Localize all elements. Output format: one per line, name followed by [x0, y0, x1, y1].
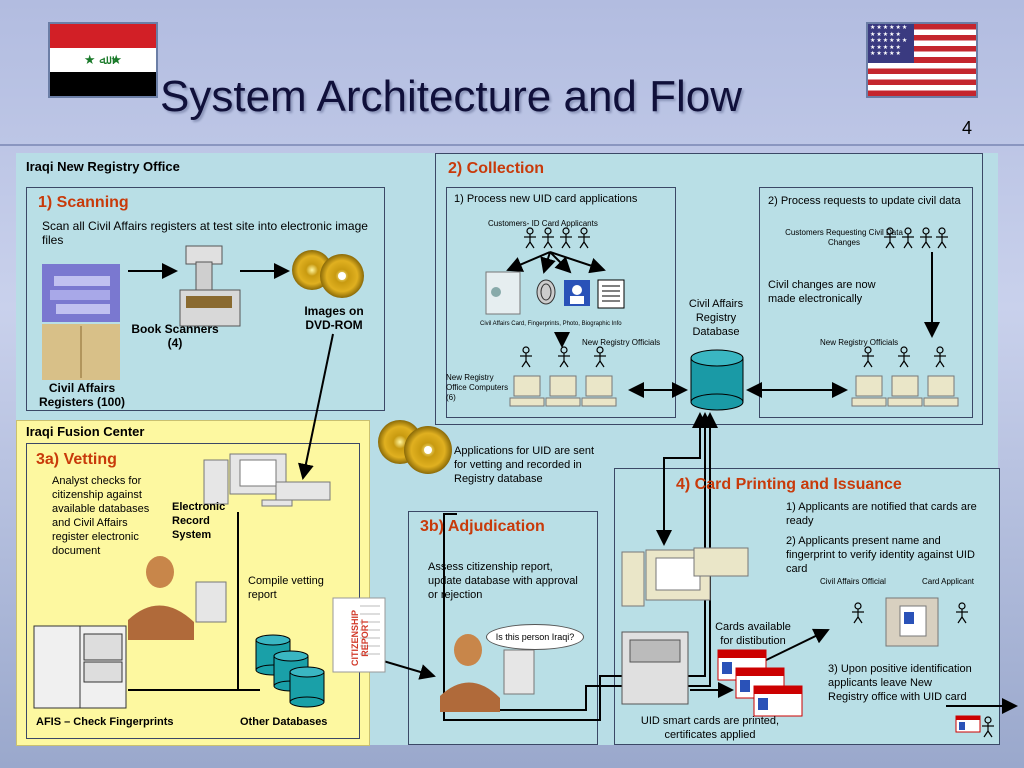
iraq-flag-icon: ★ ﷲ ★ [48, 22, 158, 98]
afis-machine-icon [33, 625, 127, 709]
book-scanners-label: Book Scanners (4) [131, 322, 219, 350]
other-databases-icon [255, 634, 325, 708]
process-new-label: 1) Process new UID card applications [454, 193, 638, 205]
fusion-center-title: Iraqi Fusion Center [26, 424, 145, 439]
register-page-icon [42, 324, 120, 380]
books-icon [42, 264, 120, 322]
database-label: Civil Affairs Registry Database [688, 298, 744, 338]
applicant-label: Card Applicant [922, 577, 975, 586]
id-verification-icon [885, 597, 939, 647]
citizenship-report-icon [332, 597, 386, 673]
analyst-icon [128, 556, 227, 640]
adjudication-title: 3b) Adjudication [420, 518, 545, 535]
fingerprint-icon [536, 279, 556, 305]
book-scanner-icon [179, 245, 241, 327]
other-databases-label: Other Databases [240, 716, 328, 728]
dvd-icon-1 [292, 250, 364, 298]
officials-label-1: New Registry Officials [582, 338, 661, 347]
collection-title: 2) Collection [448, 160, 545, 177]
registry-database-icon [690, 349, 744, 411]
thought-bubble: Is this person Iraqi? [486, 624, 584, 650]
document-icon [597, 279, 625, 309]
applicant-figures [520, 227, 994, 738]
header-divider [0, 144, 1024, 146]
uid-cards-icon [717, 649, 981, 733]
compile-label: Compile vetting report [248, 575, 324, 601]
printing-step1: 1) Applicants are notified that cards ar… [786, 501, 977, 527]
page-title: System Architecture and Flow [160, 72, 743, 121]
citizenship-report-stamp: CITIZENSHIP REPORT [350, 610, 370, 667]
ers-label: Electronic Record System [172, 501, 226, 541]
adjudicator-icon [440, 634, 535, 712]
photo-icon [564, 280, 590, 306]
images-dvd-label: Images on DVD-ROM [304, 304, 364, 332]
computers-label: New Registry Office Computers (6) [446, 373, 509, 402]
analyst-desc: Analyst checks for citizenship against a… [52, 475, 150, 557]
civil-card-icon [485, 271, 521, 315]
adjudication-desc: Assess citizenship report, update databa… [428, 561, 578, 601]
cards-available-label: Cards available for distibution [715, 621, 791, 647]
printed-label: UID smart cards are printed, certificate… [640, 715, 780, 741]
scanning-desc: Scan all Civil Affairs registers at test… [42, 219, 368, 247]
page-number: 4 [961, 118, 972, 138]
electronic-record-system-icon [203, 453, 331, 507]
card-printer-icon [621, 631, 689, 705]
printing-step3: 3) Upon positive identification applican… [828, 663, 972, 703]
us-flag-icon: ★★★★★★★★★★★★★★★★★★★★★★★★★★★ [866, 22, 978, 98]
customers-requesting-label: Customers Requesting Civil Data Changes [785, 228, 903, 247]
vetting-title: 3a) Vetting [36, 451, 117, 468]
civil-changes-label: Civil changes are now made electronicall… [768, 279, 876, 305]
print-workstation-icon [621, 547, 749, 607]
registry-office-title: Iraqi New Registry Office [26, 159, 180, 174]
scanning-title: 1) Scanning [38, 194, 129, 211]
printing-step2: 2) Applicants present name and fingerpri… [786, 535, 975, 575]
applications-note: Applications for UID are sent for vettin… [454, 445, 595, 485]
afis-label: AFIS – Check Fingerprints [36, 716, 174, 728]
office-computers-icon [509, 375, 959, 407]
card-items-label: Civil Affairs Card, Fingerprints, Photo,… [480, 321, 622, 327]
customers-id-label: Customers- ID Card Applicants [488, 219, 598, 228]
process-update-label: 2) Process requests to update civil data [768, 195, 961, 207]
dvd-icon-2 [378, 420, 452, 474]
civil-registers-label: Civil Affairs Registers (100) [38, 381, 126, 409]
card-printing-title: 4) Card Printing and Issuance [676, 476, 902, 493]
official-label: Civil Affairs Official [820, 577, 886, 586]
officials-label-2: New Registry Officials [820, 338, 899, 347]
